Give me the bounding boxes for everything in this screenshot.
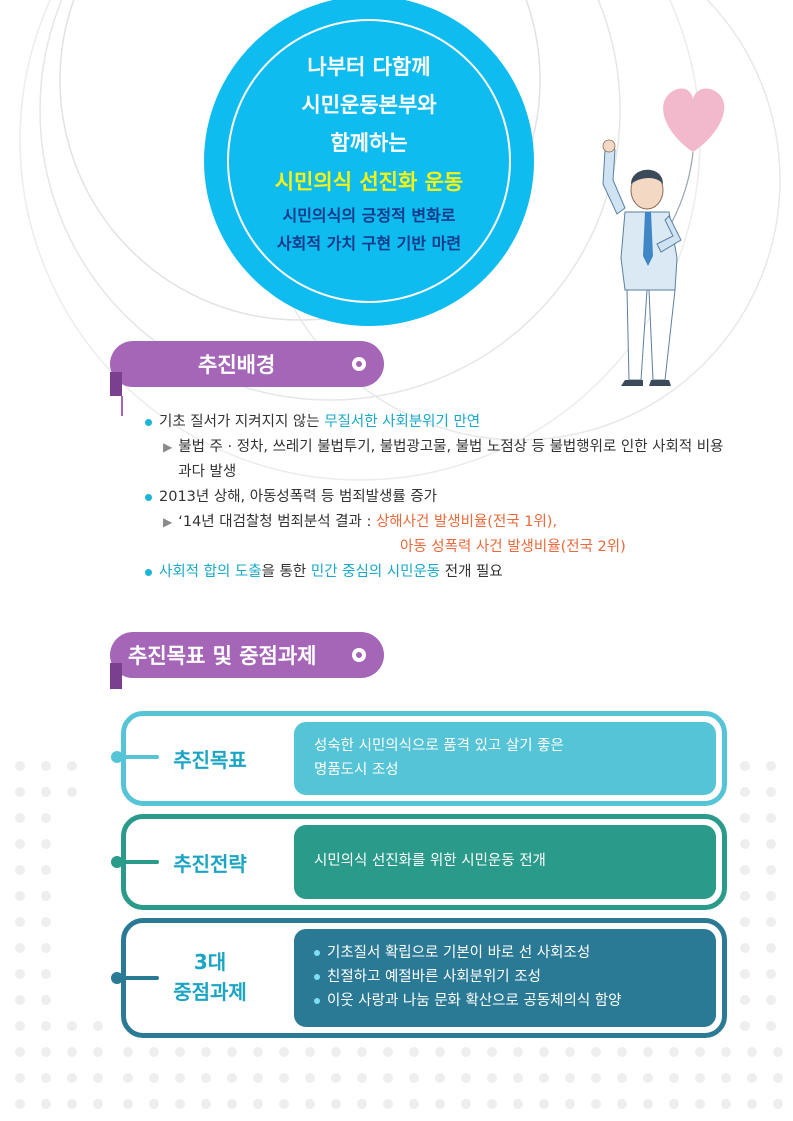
sub-list-item: ▶ ‘14년 대검찰청 범죄분석 결과 : 상해사건 발생비율(전국 1위), bbox=[145, 510, 745, 535]
goal-text-line-2: 명품도시 조성 bbox=[314, 762, 399, 778]
sub-list-item: ▶ 불법 주 · 정차, 쓰레기 불법투기, 불법광고물, 불법 노점상 등 불… bbox=[145, 435, 745, 485]
connector-dot-icon bbox=[111, 972, 159, 984]
task-text: 이웃 사랑과 나눔 문화 확산으로 공동체의식 함양 bbox=[327, 993, 622, 1009]
section-header-goals: 추진목표 및 중점과제 bbox=[110, 632, 384, 678]
section-title-background: 추진배경 bbox=[198, 353, 276, 377]
tasks-box: 3대 중점과제 기초질서 확립으로 기본이 바로 선 사회조성 친절하고 예절바… bbox=[121, 918, 727, 1038]
hero-line-1: 나부터 다함께 bbox=[307, 55, 431, 79]
connector-dot-icon bbox=[111, 751, 159, 763]
goal-text-line-1: 성숙한 시민의식으로 품격 있고 살기 좋은 bbox=[314, 738, 564, 754]
list-item: 기초 질서가 지켜지지 않는 무질서한 사회분위기 만연 bbox=[145, 410, 745, 435]
section-stem bbox=[110, 372, 122, 396]
strategy-box: 추진전략 시민의식 선진화를 위한 시민운동 전개 bbox=[121, 814, 727, 910]
list-item: 기초질서 확립으로 기본이 바로 선 사회조성 bbox=[314, 941, 696, 965]
bullet-icon bbox=[314, 998, 320, 1004]
hero-sub-1: 시민의식의 긍정적 변화로 bbox=[282, 206, 456, 225]
hero-circle: 나부터 다함께 시민운동본부와 함께하는 시민의식 선진화 운동 시민의식의 긍… bbox=[204, 0, 534, 326]
tasks-label-line-2: 중점과제 bbox=[173, 980, 247, 1004]
header-dot-icon bbox=[352, 357, 366, 371]
hero-sub-2: 사회적 가치 구현 기반 마련 bbox=[276, 234, 462, 253]
triangle-right-icon: ▶ bbox=[163, 515, 173, 529]
tasks-label: 3대 중점과제 bbox=[126, 947, 294, 1007]
highlight-text: 민간 중심의 시민운동 bbox=[310, 564, 441, 580]
goal-body: 성숙한 시민의식으로 품격 있고 살기 좋은 명품도시 조성 bbox=[294, 722, 716, 795]
list-item: 2013년 상해, 아동성폭력 등 범죄발생률 증가 bbox=[145, 485, 745, 510]
bullet-text: 전개 필요 bbox=[440, 564, 503, 580]
hero-accent-title: 시민의식 선진화 운동 bbox=[274, 170, 464, 194]
section-stem bbox=[110, 663, 122, 689]
bullet-icon bbox=[145, 494, 152, 501]
dot-pattern-right bbox=[740, 761, 776, 1031]
goal-box: 추진목표 성숙한 시민의식으로 품격 있고 살기 좋은 명품도시 조성 bbox=[121, 711, 727, 806]
section-header-background: 추진배경 bbox=[110, 341, 384, 387]
dot-pattern-bottom bbox=[123, 1047, 783, 1109]
bullet-text: 을 통한 bbox=[261, 564, 311, 580]
sub-item-text: ‘14년 대검찰청 범죄분석 결과 : bbox=[178, 514, 376, 530]
list-item: 사회적 합의 도출을 통한 민간 중심의 시민운동 전개 필요 bbox=[145, 560, 745, 585]
tasks-body: 기초질서 확립으로 기본이 바로 선 사회조성 친절하고 예절바른 사회분위기 … bbox=[294, 929, 716, 1027]
strategy-text: 시민의식 선진화를 위한 시민운동 전개 bbox=[314, 853, 546, 869]
tasks-label-line-1: 3대 bbox=[193, 950, 227, 974]
bullet-text: 2013년 상해, 아동성폭력 등 범죄발생률 증가 bbox=[159, 489, 437, 505]
sub-item-text: 불법 주 · 정차, 쓰레기 불법투기, 불법광고물, 불법 노점상 등 불법행… bbox=[178, 439, 724, 480]
highlight-text: 상해사건 발생비율(전국 1위), bbox=[375, 514, 558, 530]
bullet-icon bbox=[145, 419, 152, 426]
strategy-label: 추진전략 bbox=[173, 852, 247, 876]
bullet-icon bbox=[314, 974, 320, 980]
task-text: 기초질서 확립으로 기본이 바로 선 사회조성 bbox=[327, 945, 591, 961]
bullet-icon bbox=[314, 950, 320, 956]
list-item: 이웃 사랑과 나눔 문화 확산으로 공동체의식 함양 bbox=[314, 989, 696, 1013]
hero-text: 나부터 다함께 시민운동본부와 함께하는 시민의식 선진화 운동 시민의식의 긍… bbox=[204, 48, 534, 258]
highlight-text: 사회적 합의 도출 bbox=[159, 564, 262, 580]
sub-list-item-continued: 아동 성폭력 사건 발생비율(전국 2위) bbox=[145, 535, 745, 560]
highlight-text: 무질서한 사회분위기 만연 bbox=[324, 414, 481, 430]
dot-pattern-left bbox=[15, 761, 103, 1109]
hero-inner-ring bbox=[227, 19, 511, 303]
hero-line-2: 시민운동본부와 bbox=[301, 93, 437, 117]
man-with-heart-balloon-illustration bbox=[602, 88, 725, 386]
hero-line-3: 함께하는 bbox=[330, 131, 408, 155]
task-text: 친절하고 예절바른 사회분위기 조성 bbox=[327, 969, 541, 985]
goal-label: 추진목표 bbox=[173, 748, 247, 772]
bullet-icon bbox=[145, 569, 152, 576]
highlight-text: 아동 성폭력 사건 발생비율(전국 2위) bbox=[400, 539, 626, 555]
strategy-body: 시민의식 선진화를 위한 시민운동 전개 bbox=[294, 825, 716, 899]
triangle-right-icon: ▶ bbox=[163, 440, 173, 454]
background-list: 기초 질서가 지켜지지 않는 무질서한 사회분위기 만연 ▶ 불법 주 · 정차… bbox=[145, 410, 745, 585]
list-item: 친절하고 예절바른 사회분위기 조성 bbox=[314, 965, 696, 989]
connector-dot-icon bbox=[111, 856, 159, 868]
header-dot-icon bbox=[352, 648, 366, 662]
bullet-text: 기초 질서가 지켜지지 않는 bbox=[159, 414, 325, 430]
section-title-goals: 추진목표 및 중점과제 bbox=[128, 644, 317, 668]
section-guide-line bbox=[121, 396, 123, 416]
